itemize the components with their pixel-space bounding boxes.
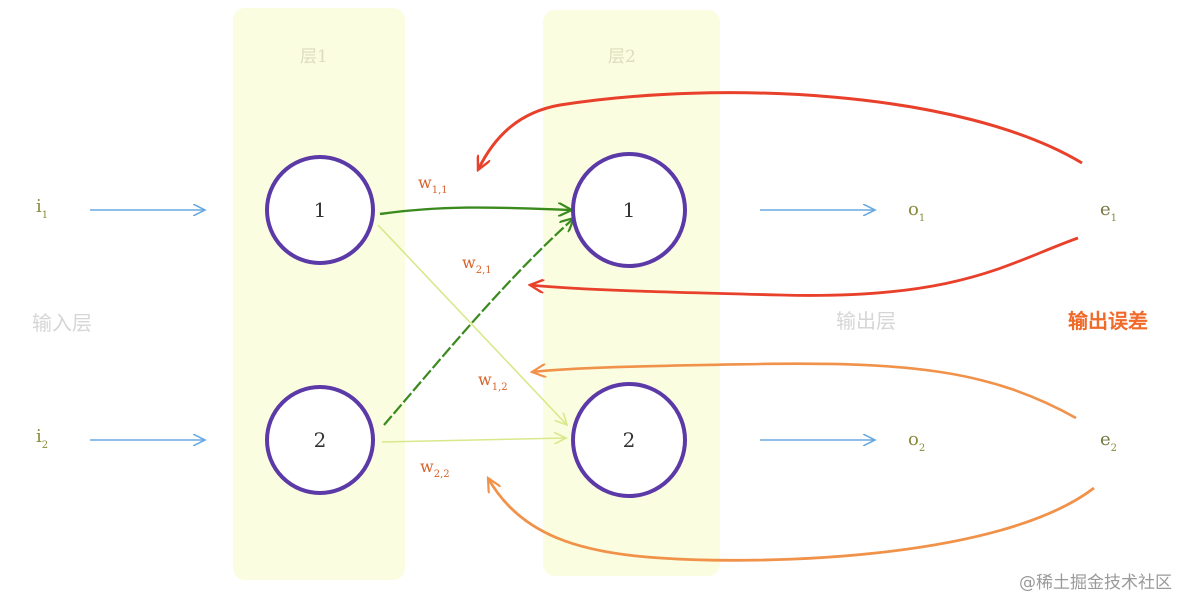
- output1-label: o1: [908, 199, 925, 224]
- layer2-node-1: 1: [571, 152, 687, 268]
- connection-yellow-1-2: [377, 224, 567, 425]
- layer1-node-2-label: 2: [314, 428, 327, 452]
- layer2-label: 层2: [608, 47, 636, 67]
- error1-backprop-arrow-bottom: [530, 236, 1079, 297]
- weight-w21: w2,1: [462, 253, 492, 276]
- error2-label: e2: [1100, 429, 1117, 454]
- error2-backprop-arrow-top: [532, 362, 1077, 420]
- error1-label: e1: [1100, 199, 1117, 224]
- connection-green-2-1: [383, 218, 574, 426]
- input-layer-label: 输入层: [32, 311, 92, 335]
- output-layer-label: 输出层: [836, 309, 896, 333]
- layer1-node-1: 1: [265, 155, 375, 265]
- weight-w22: w2,2: [420, 457, 450, 480]
- error2-backprop-arrow-bottom: [486, 478, 1095, 562]
- error1-backprop-arrow-top: [478, 91, 1083, 170]
- weight-w11: w1,1: [418, 173, 448, 196]
- layer2-node-2-label: 2: [623, 428, 636, 452]
- watermark-text: @稀土掘金技术社区: [1019, 573, 1172, 593]
- layer2-node-2: 2: [571, 382, 687, 498]
- input1-label: i1: [36, 196, 48, 221]
- connection-yellow-2-2: [381, 438, 566, 442]
- output-error-label: 输出误差: [1068, 309, 1148, 333]
- output2-label: o2: [908, 429, 925, 454]
- input2-label: i2: [36, 426, 48, 451]
- connection-green-1-1: [379, 208, 572, 215]
- weight-w12: w1,2: [478, 370, 508, 393]
- layer1-node-2: 2: [265, 385, 375, 495]
- layer2-node-1-label: 1: [623, 198, 636, 222]
- layer1-label: 层1: [300, 47, 328, 67]
- layer1-node-1-label: 1: [314, 198, 327, 222]
